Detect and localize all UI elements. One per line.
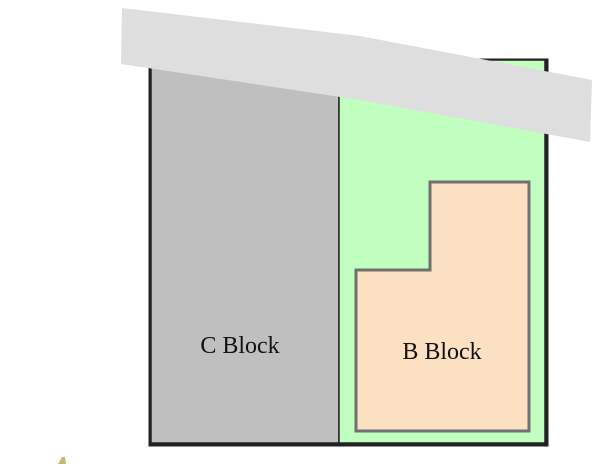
compass-mark [58,457,66,464]
b-block-building[interactable] [354,180,531,433]
c-block-label: C Block [200,333,279,359]
road [121,8,592,142]
b-block-label: B Block [402,339,481,365]
c-block-lot[interactable] [150,59,340,444]
